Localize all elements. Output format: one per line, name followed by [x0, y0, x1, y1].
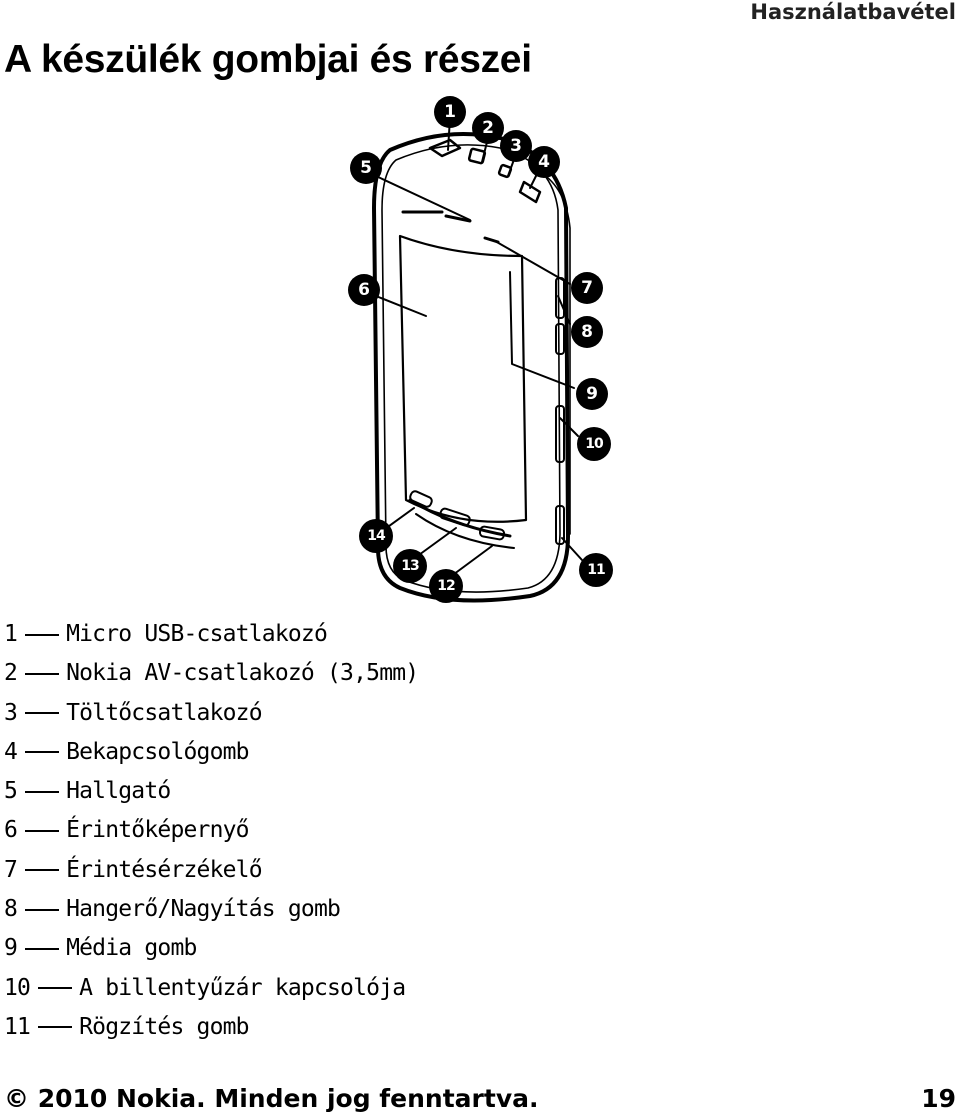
svg-text:6: 6: [358, 280, 370, 300]
callout-13: 13: [393, 549, 427, 583]
legend-label: Micro USB-csatlakozó: [66, 621, 328, 647]
callout-12: 12: [429, 569, 463, 603]
legend-number: 3: [4, 699, 18, 726]
callout-1: 1: [434, 96, 466, 128]
legend-number: 4: [4, 738, 18, 765]
legend-dash: [38, 1026, 73, 1029]
page-number: 19: [921, 1084, 956, 1113]
legend-item: 11 Rögzítés gomb: [4, 1008, 418, 1047]
legend-item: 3 Töltőcsatlakozó: [4, 694, 418, 733]
legend-dash: [25, 869, 60, 872]
legend-dash: [25, 947, 60, 950]
legend-number: 6: [4, 817, 18, 844]
legend-dash: [25, 712, 60, 715]
section-header: Használatbavétel: [750, 0, 956, 24]
legend-dash: [25, 751, 60, 754]
legend-dash: [25, 672, 60, 675]
svg-text:3: 3: [510, 136, 522, 156]
svg-text:8: 8: [581, 322, 593, 342]
legend-dash: [25, 829, 60, 832]
callout-2: 2: [472, 112, 504, 144]
callout-5: 5: [350, 152, 382, 184]
legend-label: Érintőképernyő: [66, 817, 249, 844]
legend-label: Média gomb: [66, 935, 197, 962]
svg-text:14: 14: [367, 528, 386, 544]
legend-label: Érintésérzékelő: [66, 856, 263, 883]
legend-item: 2 Nokia AV-csatlakozó (3,5mm): [4, 654, 419, 693]
legend-number: 10: [4, 974, 31, 1001]
callout-6: 6: [348, 274, 380, 306]
svg-text:13: 13: [401, 558, 419, 574]
legend-item: 5 Hallgató: [4, 772, 418, 811]
legend-label: Nokia AV-csatlakozó (3,5mm): [66, 660, 419, 687]
svg-text:7: 7: [581, 278, 593, 298]
legend-number: 5: [4, 778, 18, 805]
legend-label: Rögzítés gomb: [79, 1013, 249, 1040]
callout-8: 8: [571, 316, 603, 348]
callout-4: 4: [528, 146, 560, 178]
legend-number: 2: [4, 660, 18, 687]
parts-legend: 1 Micro USB-csatlakozó 2 Nokia AV-csatlako…: [4, 615, 419, 1047]
legend-label: Hallgató: [66, 778, 171, 805]
legend-item: 7 Érintésérzékelő: [4, 851, 418, 890]
legend-number: 7: [4, 856, 18, 883]
callout-9: 9: [576, 378, 608, 410]
callout-10: 10: [577, 427, 611, 461]
legend-item: 8 Hangerő/Nagyítás gomb: [4, 890, 418, 929]
copyright-notice: © 2010 Nokia. Minden jog fenntartva.: [4, 1084, 539, 1113]
legend-number: 1: [4, 621, 18, 647]
phone-illustration: 1 2 3 4 5 6 7 8 9 10 11: [348, 96, 613, 603]
svg-text:10: 10: [585, 436, 604, 452]
legend-dash: [25, 790, 60, 793]
svg-text:4: 4: [538, 152, 550, 172]
svg-text:11: 11: [587, 562, 605, 578]
legend-item: 1 Micro USB-csatlakozó: [4, 615, 418, 654]
svg-text:2: 2: [482, 118, 494, 138]
legend-label: Bekapcsológomb: [66, 738, 249, 765]
legend-number: 8: [4, 896, 18, 923]
legend-label: A billentyűzár kapcsolója: [79, 974, 406, 1001]
legend-number: 9: [4, 935, 18, 962]
legend-dash: [25, 908, 60, 911]
legend-dash: [38, 987, 73, 990]
callout-11: 11: [579, 553, 613, 587]
legend-item: 6 Érintőképernyő: [4, 811, 418, 850]
callout-14: 14: [359, 519, 393, 553]
page-title: A készülék gombjai és részei: [4, 38, 532, 81]
svg-text:5: 5: [360, 158, 372, 178]
legend-item: 10 A billentyűzár kapcsolója: [4, 969, 418, 1008]
svg-text:9: 9: [586, 384, 598, 404]
callout-3: 3: [500, 130, 532, 162]
callout-7: 7: [571, 272, 603, 304]
svg-text:1: 1: [444, 102, 456, 122]
phone-diagram: 1 2 3 4 5 6 7 8 9 10 11: [330, 88, 630, 613]
legend-dash: [25, 633, 60, 636]
svg-text:12: 12: [437, 578, 455, 594]
legend-item: 4 Bekapcsológomb: [4, 733, 418, 772]
page-footer: © 2010 Nokia. Minden jog fenntartva. 19: [4, 1084, 956, 1120]
legend-number: 11: [4, 1013, 31, 1040]
legend-label: Hangerő/Nagyítás gomb: [66, 896, 341, 923]
legend-item: 9 Média gomb: [4, 929, 418, 968]
legend-label: Töltőcsatlakozó: [66, 699, 263, 726]
